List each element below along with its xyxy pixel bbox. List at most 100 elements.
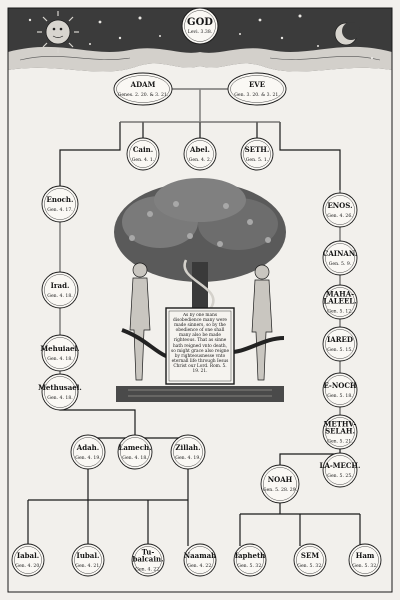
person-name: NOAH <box>268 475 293 484</box>
person-name: SEM <box>301 551 319 560</box>
person-nodes: ADAM Genes. 2. 20. & 3. 21. EVE Gen. 3. 20.… <box>11 72 382 577</box>
person-name: Naamah <box>184 551 217 560</box>
person-name: IARED <box>327 335 353 344</box>
person-reference: Gen. 5. 9. <box>329 261 352 267</box>
tree-of-knowledge-illustration <box>114 178 286 402</box>
person-name: Mehuiael. <box>40 344 79 353</box>
person-name: Cain. <box>133 145 153 154</box>
tablet-scripture-text: As by one mans disobedience many were ma… <box>170 313 230 375</box>
person-node-methusael: Methusael. Gen. 4. 18. <box>38 373 82 411</box>
person-name: Methusael. <box>38 383 82 392</box>
sun-icon <box>37 11 79 53</box>
person-name: Irad. <box>51 281 70 290</box>
ground-base <box>116 386 284 402</box>
person-reference: Gen. 5. 32. <box>352 563 378 569</box>
person-node-zillah: Zillah. Gen. 4. 19. <box>170 434 206 470</box>
person-name: Adah. <box>76 443 99 452</box>
person-name: CAINAN. <box>323 249 358 258</box>
person-node-noah: NOAH Gen. 5. 28. 29. <box>260 464 300 504</box>
adam-figure <box>129 262 151 381</box>
stars-icon <box>28 14 374 60</box>
person-reference: Gen. 5. 18. <box>327 393 353 399</box>
person-node-jabal: Iabal. Gen. 4. 20. <box>11 543 45 577</box>
person-reference: Gen. 4. 22. <box>135 567 161 573</box>
god-medallion: GOD Levi. 3.38. <box>181 7 219 45</box>
person-name: LA-MECH. <box>320 461 361 470</box>
person-node-abel: Abel. Gen. 4. 2. <box>183 137 217 171</box>
person-node-enoch2: E-NOCH Gen. 5. 18. <box>322 372 358 408</box>
person-node-eve: EVE Gen. 3. 20. & 3. 21. <box>227 72 287 106</box>
scripture-tablet <box>165 307 235 385</box>
person-name: METHV- <box>324 420 357 429</box>
person-reference: Gen. 4. 21. <box>75 563 101 569</box>
god-name: GOD <box>187 17 213 28</box>
person-name: ENOS. <box>327 201 352 210</box>
person-name: LALEEL. <box>323 297 356 306</box>
person-name: Iabal. <box>17 551 39 560</box>
person-name: Enoch. <box>47 195 74 204</box>
person-node-adah: Adah. Gen. 4. 19. <box>70 434 106 470</box>
person-reference: Gen. 4. 1. <box>132 157 155 163</box>
person-reference: Gen. 5. 12. <box>327 309 353 315</box>
person-name: SELAH. <box>325 427 355 436</box>
person-name: Iapheth <box>235 551 266 560</box>
person-name: Tu- <box>142 548 155 557</box>
person-node-lamech: Lamech. Gen. 4. 18. <box>117 434 153 470</box>
person-name: Abel. <box>189 145 210 154</box>
frame-border <box>7 7 393 593</box>
person-reference: Gen. 4. 22. <box>187 563 213 569</box>
person-reference: Gen. 4. 18. <box>47 293 73 299</box>
person-node-seth: SETH. Gen. 5. 1. <box>240 137 274 171</box>
person-reference: Gen. 5. 15. <box>327 347 353 353</box>
person-node-cainan: CAINAN. Gen. 5. 9. <box>322 240 358 276</box>
person-reference: Gen. 5. 25. <box>327 473 353 479</box>
person-name: EVE <box>249 80 265 89</box>
person-name: Ham <box>356 551 375 560</box>
person-node-lamech2: LA-MECH. Gen. 5. 25. <box>320 452 361 488</box>
person-reference: Gen. 4. 26. <box>327 213 353 219</box>
person-node-mahalaleel: MAHA-LALEEL. Gen. 5. 12. <box>322 284 358 320</box>
moon-icon <box>334 22 360 46</box>
person-node-jared: IARED Gen. 5. 15. <box>322 326 358 362</box>
person-reference: Gen. 4. 18. <box>47 395 73 401</box>
person-name: Lamech. <box>118 443 151 452</box>
person-reference: Gen. 5. 32. <box>237 563 263 569</box>
person-reference: Gen. 4. 18. <box>47 356 73 362</box>
person-node-jubal: Iubal. Gen. 4. 21. <box>71 543 105 577</box>
person-reference: Gen. 4. 20. <box>15 563 41 569</box>
person-reference: Gen. 5. 28. 29. <box>263 487 298 493</box>
person-node-cain: Cain. Gen. 4. 1. <box>126 137 160 171</box>
person-reference: Genes. 2. 20. & 3. 21. <box>118 92 169 98</box>
god-ref: Levi. 3.38. <box>188 29 213 35</box>
person-node-sem: SEM Gen. 5. 32. <box>293 543 327 577</box>
person-name: E-NOCH <box>323 381 356 390</box>
person-reference: Gen. 4. 2. <box>189 157 212 163</box>
person-node-enoch: Enoch. Gen. 4. 17. <box>41 185 79 223</box>
person-name: Iubal. <box>77 551 100 560</box>
person-reference: Gen. 5. 32. <box>297 563 323 569</box>
person-node-enos: ENOS. Gen. 4. 26. <box>322 192 358 228</box>
person-name: balcain. <box>132 555 163 564</box>
person-name: SETH. <box>245 145 270 154</box>
person-name: ADAM <box>130 80 156 89</box>
person-reference: Gen. 5. 21. <box>327 439 353 445</box>
person-reference: Gen. 4. 19. <box>75 455 101 461</box>
person-node-methuselah: METHV-SELAH. Gen. 5. 21. <box>322 414 358 450</box>
person-reference: Gen. 4. 18. <box>122 455 148 461</box>
person-reference: Gen. 5. 1. <box>246 157 269 163</box>
person-reference: Gen. 4. 17. <box>47 207 73 213</box>
person-node-adam: ADAM Genes. 2. 20. & 3. 21. <box>113 72 173 106</box>
eve-figure <box>251 264 273 381</box>
person-node-tubalcain: Tu-balcain. Gen. 4. 22. <box>131 543 165 577</box>
person-reference: Gen. 3. 20. & 3. 21. <box>234 92 280 98</box>
person-reference: Gen. 4. 19. <box>175 455 201 461</box>
person-node-mehujael: Mehuiael. Gen. 4. 18. <box>40 334 80 372</box>
person-name: Zillah. <box>175 443 200 452</box>
person-node-irad: Irad. Gen. 4. 18. <box>41 271 79 309</box>
person-name: MAHA- <box>326 290 354 299</box>
